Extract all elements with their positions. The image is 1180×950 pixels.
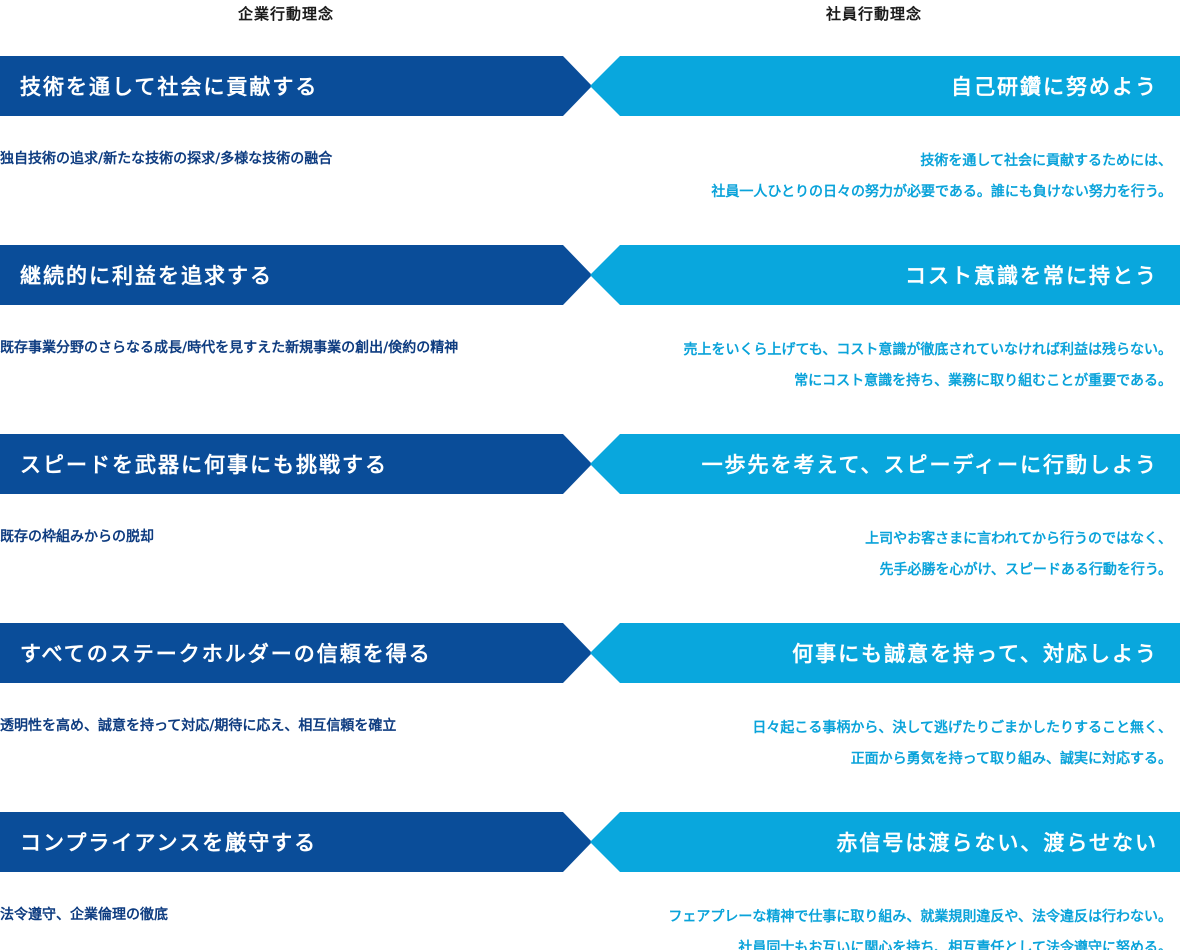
corporate-title-banner: すべてのステークホルダーの信頼を得る — [0, 623, 592, 683]
employee-description-line: 社員同士もお互いに関心を持ち、相互責任として法令遵守に努める。 — [738, 940, 1172, 950]
employee-description: フェアプレーな精神で仕事に取り組み、就業規則違反や、法令違反は行わない。 社員同… — [668, 902, 1172, 950]
employee-title-banner: コスト意識を常に持とう — [590, 245, 1180, 305]
corporate-description: 既存事業分野のさらなる成長/時代を見すえた新規事業の創出/倹約の精神 — [0, 340, 459, 356]
corporate-title-banner: スピードを武器に何事にも挑戦する — [0, 434, 592, 494]
corporate-description: 既存の枠組みからの脱却 — [0, 529, 154, 545]
corporate-title-banner: コンプライアンスを厳守する — [0, 812, 592, 872]
employee-description: 日々起こる事柄から、決して逃げたりごまかしたりすること無く、 正面から勇気を持っ… — [752, 713, 1172, 775]
employee-philosophy-heading: 社員行動理念 — [826, 5, 923, 23]
corporate-philosophy-heading: 企業行動理念 — [238, 5, 335, 23]
employee-description: 技術を通して社会に貢献するためには、 社員一人ひとりの日々の努力が必要である。誰… — [711, 146, 1172, 208]
employee-title-banner: 何事にも誠意を持って、対応しよう — [590, 623, 1180, 683]
corporate-description: 独自技術の追求/新たな技術の探求/多様な技術の融合 — [0, 151, 333, 167]
philosophy-row-3: スピードを武器に何事にも挑戦する 一歩先を考えて、スピーディーに行動しよう 既存… — [0, 434, 1180, 579]
employee-title-banner: 一歩先を考えて、スピーディーに行動しよう — [590, 434, 1180, 494]
employee-description-line: 売上をいくら上げても、コスト意識が徹底されていなければ利益は残らない。 — [683, 342, 1172, 358]
employee-description-line: 先手必勝を心がけ、スピードある行動を行う。 — [879, 562, 1172, 578]
employee-description-line: フェアプレーな精神で仕事に取り組み、就業規則違反や、法令違反は行わない。 — [668, 909, 1172, 925]
corporate-title-banner: 技術を通して社会に貢献する — [0, 56, 592, 116]
employee-description-line: 上司やお客さまに言われてから行うのではなく、 — [865, 531, 1172, 547]
philosophy-row-4: すべてのステークホルダーの信頼を得る 何事にも誠意を持って、対応しよう 透明性を… — [0, 623, 1180, 768]
employee-description-line: 日々起こる事柄から、決して逃げたりごまかしたりすること無く、 — [752, 720, 1172, 736]
employee-description: 売上をいくら上げても、コスト意識が徹底されていなければ利益は残らない。 常にコス… — [684, 335, 1172, 397]
corporate-description: 透明性を高め、誠意を持って対応/期待に応え、相互信頼を確立 — [0, 718, 397, 734]
philosophy-row-2: 継続的に利益を追求する コスト意識を常に持とう 既存事業分野のさらなる成長/時代… — [0, 245, 1180, 390]
philosophy-row-5: コンプライアンスを厳守する 赤信号は渡らない、渡らせない 法令遵守、企業倫理の徹… — [0, 812, 1180, 950]
corporate-description: 法令遵守、企業倫理の徹底 — [0, 907, 168, 923]
employee-description-line: 正面から勇気を持って取り組み、誠実に対応する。 — [850, 751, 1172, 767]
employee-description-line: 社員一人ひとりの日々の努力が必要である。誰にも負けない努力を行う。 — [711, 184, 1172, 200]
employee-title-banner: 赤信号は渡らない、渡らせない — [590, 812, 1180, 872]
employee-title-banner: 自己研鑽に努めよう — [590, 56, 1180, 116]
employee-description: 上司やお客さまに言われてから行うのではなく、 先手必勝を心がけ、スピードある行動… — [865, 524, 1172, 586]
philosophy-row-1: 技術を通して社会に貢献する 自己研鑽に努めよう 独自技術の追求/新たな技術の探求… — [0, 56, 1180, 201]
employee-description-line: 常にコスト意識を持ち、業務に取り組むことが重要である。 — [794, 373, 1172, 389]
corporate-title-banner: 継続的に利益を追求する — [0, 245, 592, 305]
employee-description-line: 技術を通して社会に貢献するためには、 — [920, 153, 1172, 169]
